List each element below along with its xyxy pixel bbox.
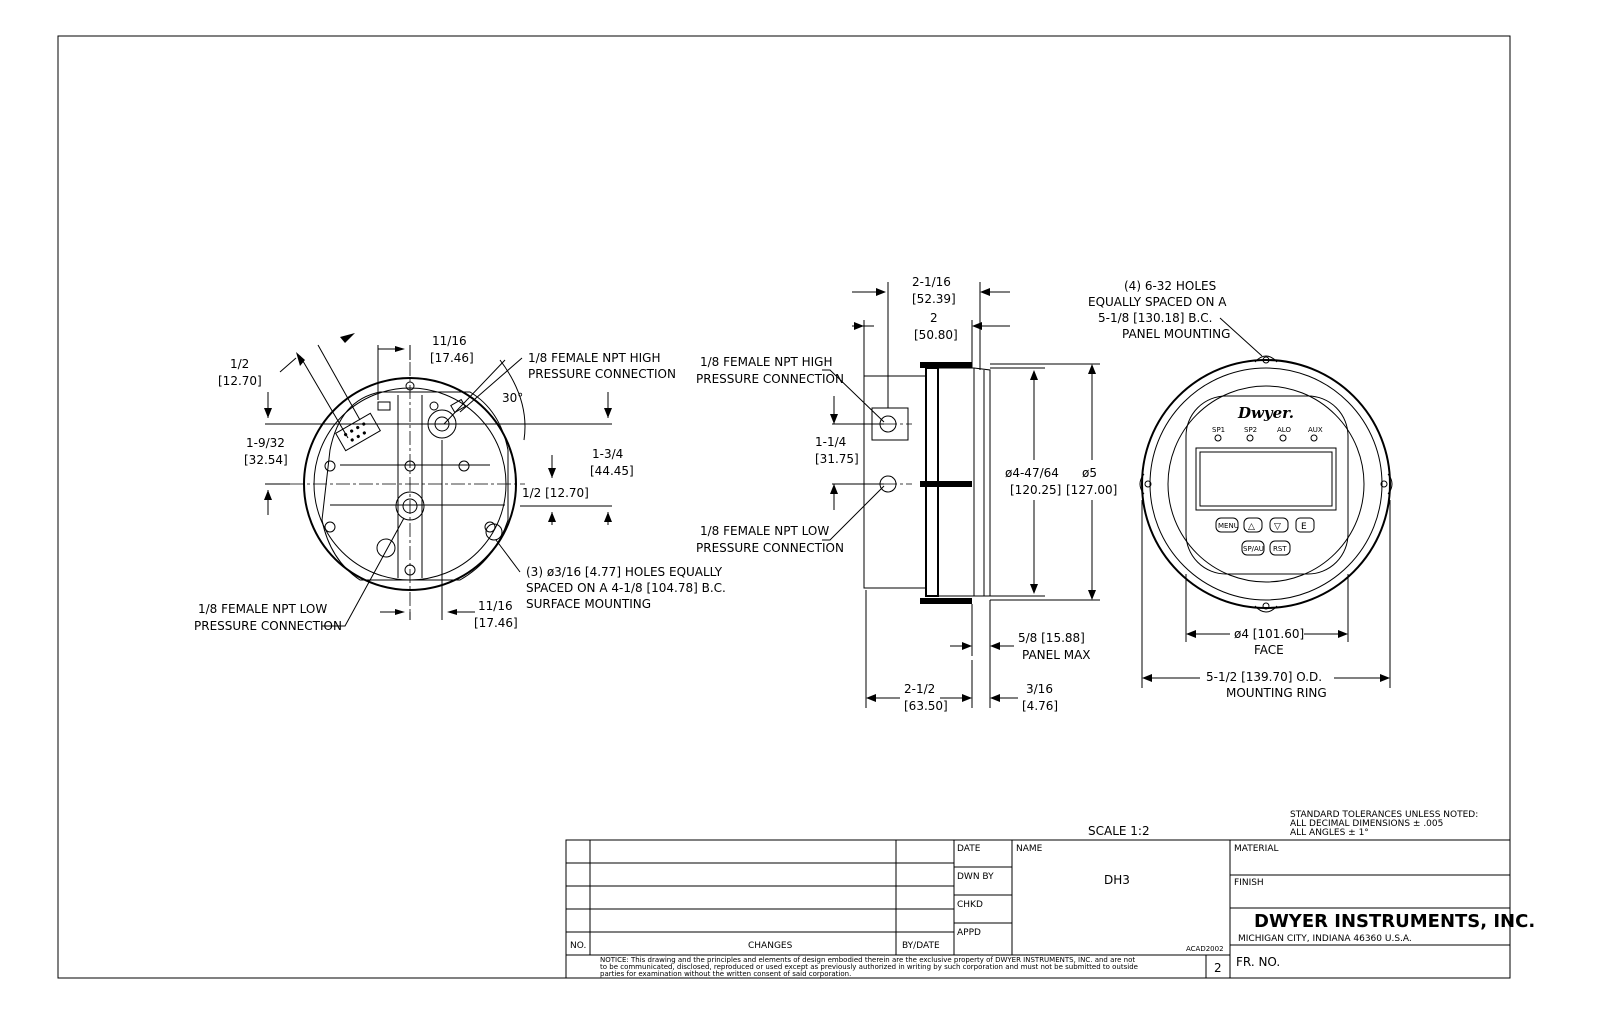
tolerance-line-1: STANDARD TOLERANCES UNLESS NOTED: bbox=[1290, 810, 1478, 820]
notice-line-1: NOTICE: This drawing and the principles … bbox=[600, 956, 1135, 964]
dim-1-1-4-mm: [31.75] bbox=[815, 452, 859, 466]
scale-label: SCALE 1:2 bbox=[1088, 824, 1150, 838]
title-block bbox=[565, 839, 1511, 979]
angle-30: 30° bbox=[502, 391, 523, 405]
side-high-conn-2: PRESSURE CONNECTION bbox=[696, 372, 844, 386]
led-alo: ALO bbox=[1277, 426, 1291, 434]
btn-menu: MENU bbox=[1218, 522, 1239, 530]
dim-2: 2 bbox=[930, 311, 938, 325]
dim-1-1-4: 1-1/4 bbox=[815, 435, 846, 449]
rear-high-conn-2: PRESSURE CONNECTION bbox=[528, 367, 676, 381]
field-name-value: DH3 bbox=[1104, 873, 1130, 887]
rear-view bbox=[264, 333, 612, 627]
field-dwn-by: DWN BY bbox=[957, 872, 994, 882]
side-high-conn-1: 1/8 FEMALE NPT HIGH bbox=[700, 355, 833, 369]
dim-half: 1/2 bbox=[230, 357, 249, 371]
rear-holes-2: SPACED ON A 4-1/8 [104.78] B.C. bbox=[526, 581, 726, 595]
field-name-label: NAME bbox=[1016, 844, 1043, 854]
dim-dia-4-47-64: ø4-47/64 bbox=[1005, 466, 1059, 480]
led-sp2: SP2 bbox=[1244, 426, 1257, 434]
dim-11-16-top-mm: [17.46] bbox=[430, 351, 474, 365]
side-low-conn-2: PRESSURE CONNECTION bbox=[696, 541, 844, 555]
dim-2-1-16: 2-1/16 bbox=[912, 275, 951, 289]
rear-low-conn-1: 1/8 FEMALE NPT LOW bbox=[198, 602, 327, 616]
dim-3-16: 3/16 bbox=[1026, 682, 1053, 696]
dim-2-1-2-mm: [63.50] bbox=[904, 699, 948, 713]
dim-1-3-4-mm: [44.45] bbox=[590, 464, 634, 478]
notice-line-2: to be communicated, disclosed, reproduce… bbox=[600, 963, 1138, 971]
dim-11-16-bot-mm: [17.46] bbox=[474, 616, 518, 630]
side-view bbox=[822, 282, 1100, 708]
face-dim: ø4 [101.60] bbox=[1234, 627, 1304, 641]
btn-down: ▽ bbox=[1274, 522, 1281, 532]
tolerance-line-3: ALL ANGLES ± 1° bbox=[1290, 828, 1369, 838]
brand-logo: Dwyer. bbox=[1237, 404, 1294, 422]
ring-dim: 5-1/2 [139.70] O.D. bbox=[1206, 670, 1322, 684]
face-label: FACE bbox=[1254, 643, 1284, 657]
fr-no: FR. NO. bbox=[1236, 955, 1280, 969]
dim-3-16-mm: [4.76] bbox=[1022, 699, 1058, 713]
front-view bbox=[1139, 317, 1393, 688]
ring-label: MOUNTING RING bbox=[1226, 686, 1327, 700]
side-low-conn-1: 1/8 FEMALE NPT LOW bbox=[700, 524, 829, 538]
sheet-number: 2 bbox=[1214, 961, 1222, 975]
field-material: MATERIAL bbox=[1234, 844, 1279, 854]
btn-sp-au: SP/AU bbox=[1243, 545, 1264, 553]
dim-2-1-2: 2-1/2 bbox=[904, 682, 935, 696]
rear-low-conn-2: PRESSURE CONNECTION bbox=[194, 619, 342, 633]
rear-holes-1: (3) ø3/16 [4.77] HOLES EQUALLY bbox=[526, 565, 723, 579]
panel-max: PANEL MAX bbox=[1022, 648, 1091, 662]
field-finish: FINISH bbox=[1234, 878, 1264, 888]
col-changes: CHANGES bbox=[748, 941, 793, 951]
rear-high-conn-1: 1/8 FEMALE NPT HIGH bbox=[528, 351, 661, 365]
dim-2-mm: [50.80] bbox=[914, 328, 958, 342]
btn-enter: E bbox=[1301, 522, 1307, 532]
dim-half-inline: 1/2 [12.70] bbox=[522, 486, 589, 500]
dim-dia-5: ø5 bbox=[1082, 466, 1097, 480]
dim-1-9-32: 1-9/32 bbox=[246, 436, 285, 450]
notice-line-3: parties for examination without the writ… bbox=[600, 970, 851, 978]
dim-11-16-top: 11/16 bbox=[432, 334, 467, 348]
front-holes-3: 5-1/8 [130.18] B.C. bbox=[1098, 311, 1213, 325]
dim-dia-4-47-64-mm: [120.25] bbox=[1010, 483, 1061, 497]
front-holes-4: PANEL MOUNTING bbox=[1122, 327, 1230, 341]
field-chkd: CHKD bbox=[957, 900, 983, 910]
led-sp1: SP1 bbox=[1212, 426, 1225, 434]
rear-holes-3: SURFACE MOUNTING bbox=[526, 597, 651, 611]
company-address: MICHIGAN CITY, INDIANA 46360 U.S.A. bbox=[1238, 934, 1412, 944]
company-name: DWYER INSTRUMENTS, INC. bbox=[1254, 911, 1535, 932]
dim-1-3-4: 1-3/4 bbox=[592, 447, 623, 461]
btn-up: △ bbox=[1248, 522, 1255, 532]
front-holes-2: EQUALLY SPACED ON A bbox=[1088, 295, 1227, 309]
dim-1-9-32-mm: [32.54] bbox=[244, 453, 288, 467]
acad-version: ACAD2002 bbox=[1186, 945, 1224, 953]
dim-dia-5-mm: [127.00] bbox=[1066, 483, 1117, 497]
field-appd: APPD bbox=[957, 928, 981, 938]
front-holes-1: (4) 6-32 HOLES bbox=[1124, 279, 1216, 293]
dim-half-mm: [12.70] bbox=[218, 374, 262, 388]
tolerance-line-2: ALL DECIMAL DIMENSIONS ± .005 bbox=[1290, 819, 1443, 829]
dim-5-8: 5/8 [15.88] bbox=[1018, 631, 1085, 645]
dim-11-16-bot: 11/16 bbox=[478, 599, 513, 613]
col-no: NO. bbox=[570, 941, 586, 951]
col-by-date: BY/DATE bbox=[902, 941, 940, 951]
btn-rst: RST bbox=[1273, 545, 1287, 553]
field-date: DATE bbox=[957, 844, 981, 854]
led-aux: AUX bbox=[1308, 426, 1323, 434]
dim-2-1-16-mm: [52.39] bbox=[912, 292, 956, 306]
